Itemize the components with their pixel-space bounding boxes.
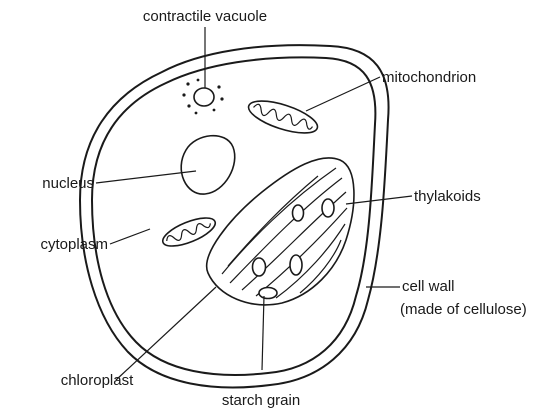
mitochondrion-lower	[159, 212, 218, 252]
label-cell-wall-line2: (made of cellulose)	[400, 301, 527, 318]
chloroplast	[207, 158, 354, 305]
label-cytoplasm: cytoplasm	[40, 236, 108, 253]
leader-thylakoids	[346, 196, 412, 204]
label-nucleus: nucleus	[42, 175, 94, 192]
label-thylakoids: thylakoids	[414, 188, 481, 205]
nucleus	[181, 136, 235, 194]
leader-chloroplast	[116, 287, 216, 380]
leader-starch-grain	[262, 296, 264, 370]
mitochondrion-upper	[245, 94, 321, 139]
label-mitochondrion: mitochondrion	[382, 69, 476, 86]
label-starch-grain: starch grain	[222, 392, 300, 409]
leader-cytoplasm	[110, 229, 150, 244]
label-contractile-vacuole: contractile vacuole	[143, 8, 267, 25]
leader-nucleus	[96, 171, 196, 183]
contractile-vacuole	[182, 79, 223, 115]
label-cell-wall-line1: cell wall	[402, 278, 455, 295]
label-chloroplast: chloroplast	[61, 372, 134, 389]
leader-mitochondrion	[306, 77, 380, 111]
